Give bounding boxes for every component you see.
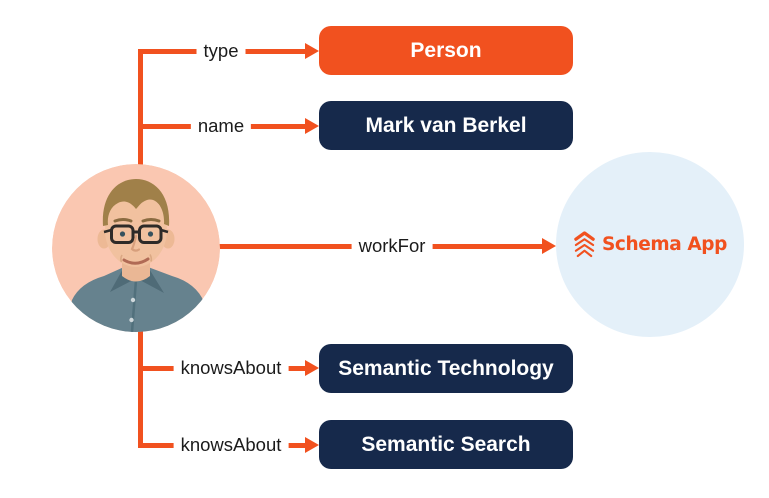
arrowhead-icon (305, 43, 319, 59)
glasses-icon (103, 224, 169, 244)
edge-label-workfor: workFor (351, 233, 433, 259)
node-name-label: Mark van Berkel (365, 113, 527, 137)
schema-app-logo-text: Schema App (601, 234, 727, 255)
edge-label-knowsabout-1: knowsAbout (173, 355, 289, 381)
node-name: Mark van Berkel (319, 101, 573, 150)
node-semantic-technology-label: Semantic Technology (338, 356, 554, 380)
edge-label-name: name (190, 113, 252, 139)
edge-label-knowsabout-2: knowsAbout (173, 432, 289, 458)
person-portrait-illustration (52, 164, 220, 332)
arrowhead-icon (305, 118, 319, 134)
node-semantic-search-label: Semantic Search (361, 432, 531, 456)
edge-label-type: type (196, 38, 246, 64)
node-schema-app: Schema App (556, 152, 744, 337)
schema-app-logo-icon (574, 231, 595, 258)
schema-app-logo: Schema App (573, 230, 727, 259)
node-semantic-technology: Semantic Technology (319, 344, 573, 393)
arrowhead-icon (305, 360, 319, 376)
arrowhead-icon (542, 238, 556, 254)
profile-photo (52, 164, 220, 332)
node-person-label: Person (410, 38, 482, 62)
node-person: Person (319, 26, 573, 75)
node-semantic-search: Semantic Search (319, 420, 573, 469)
arrowhead-icon (305, 437, 319, 453)
